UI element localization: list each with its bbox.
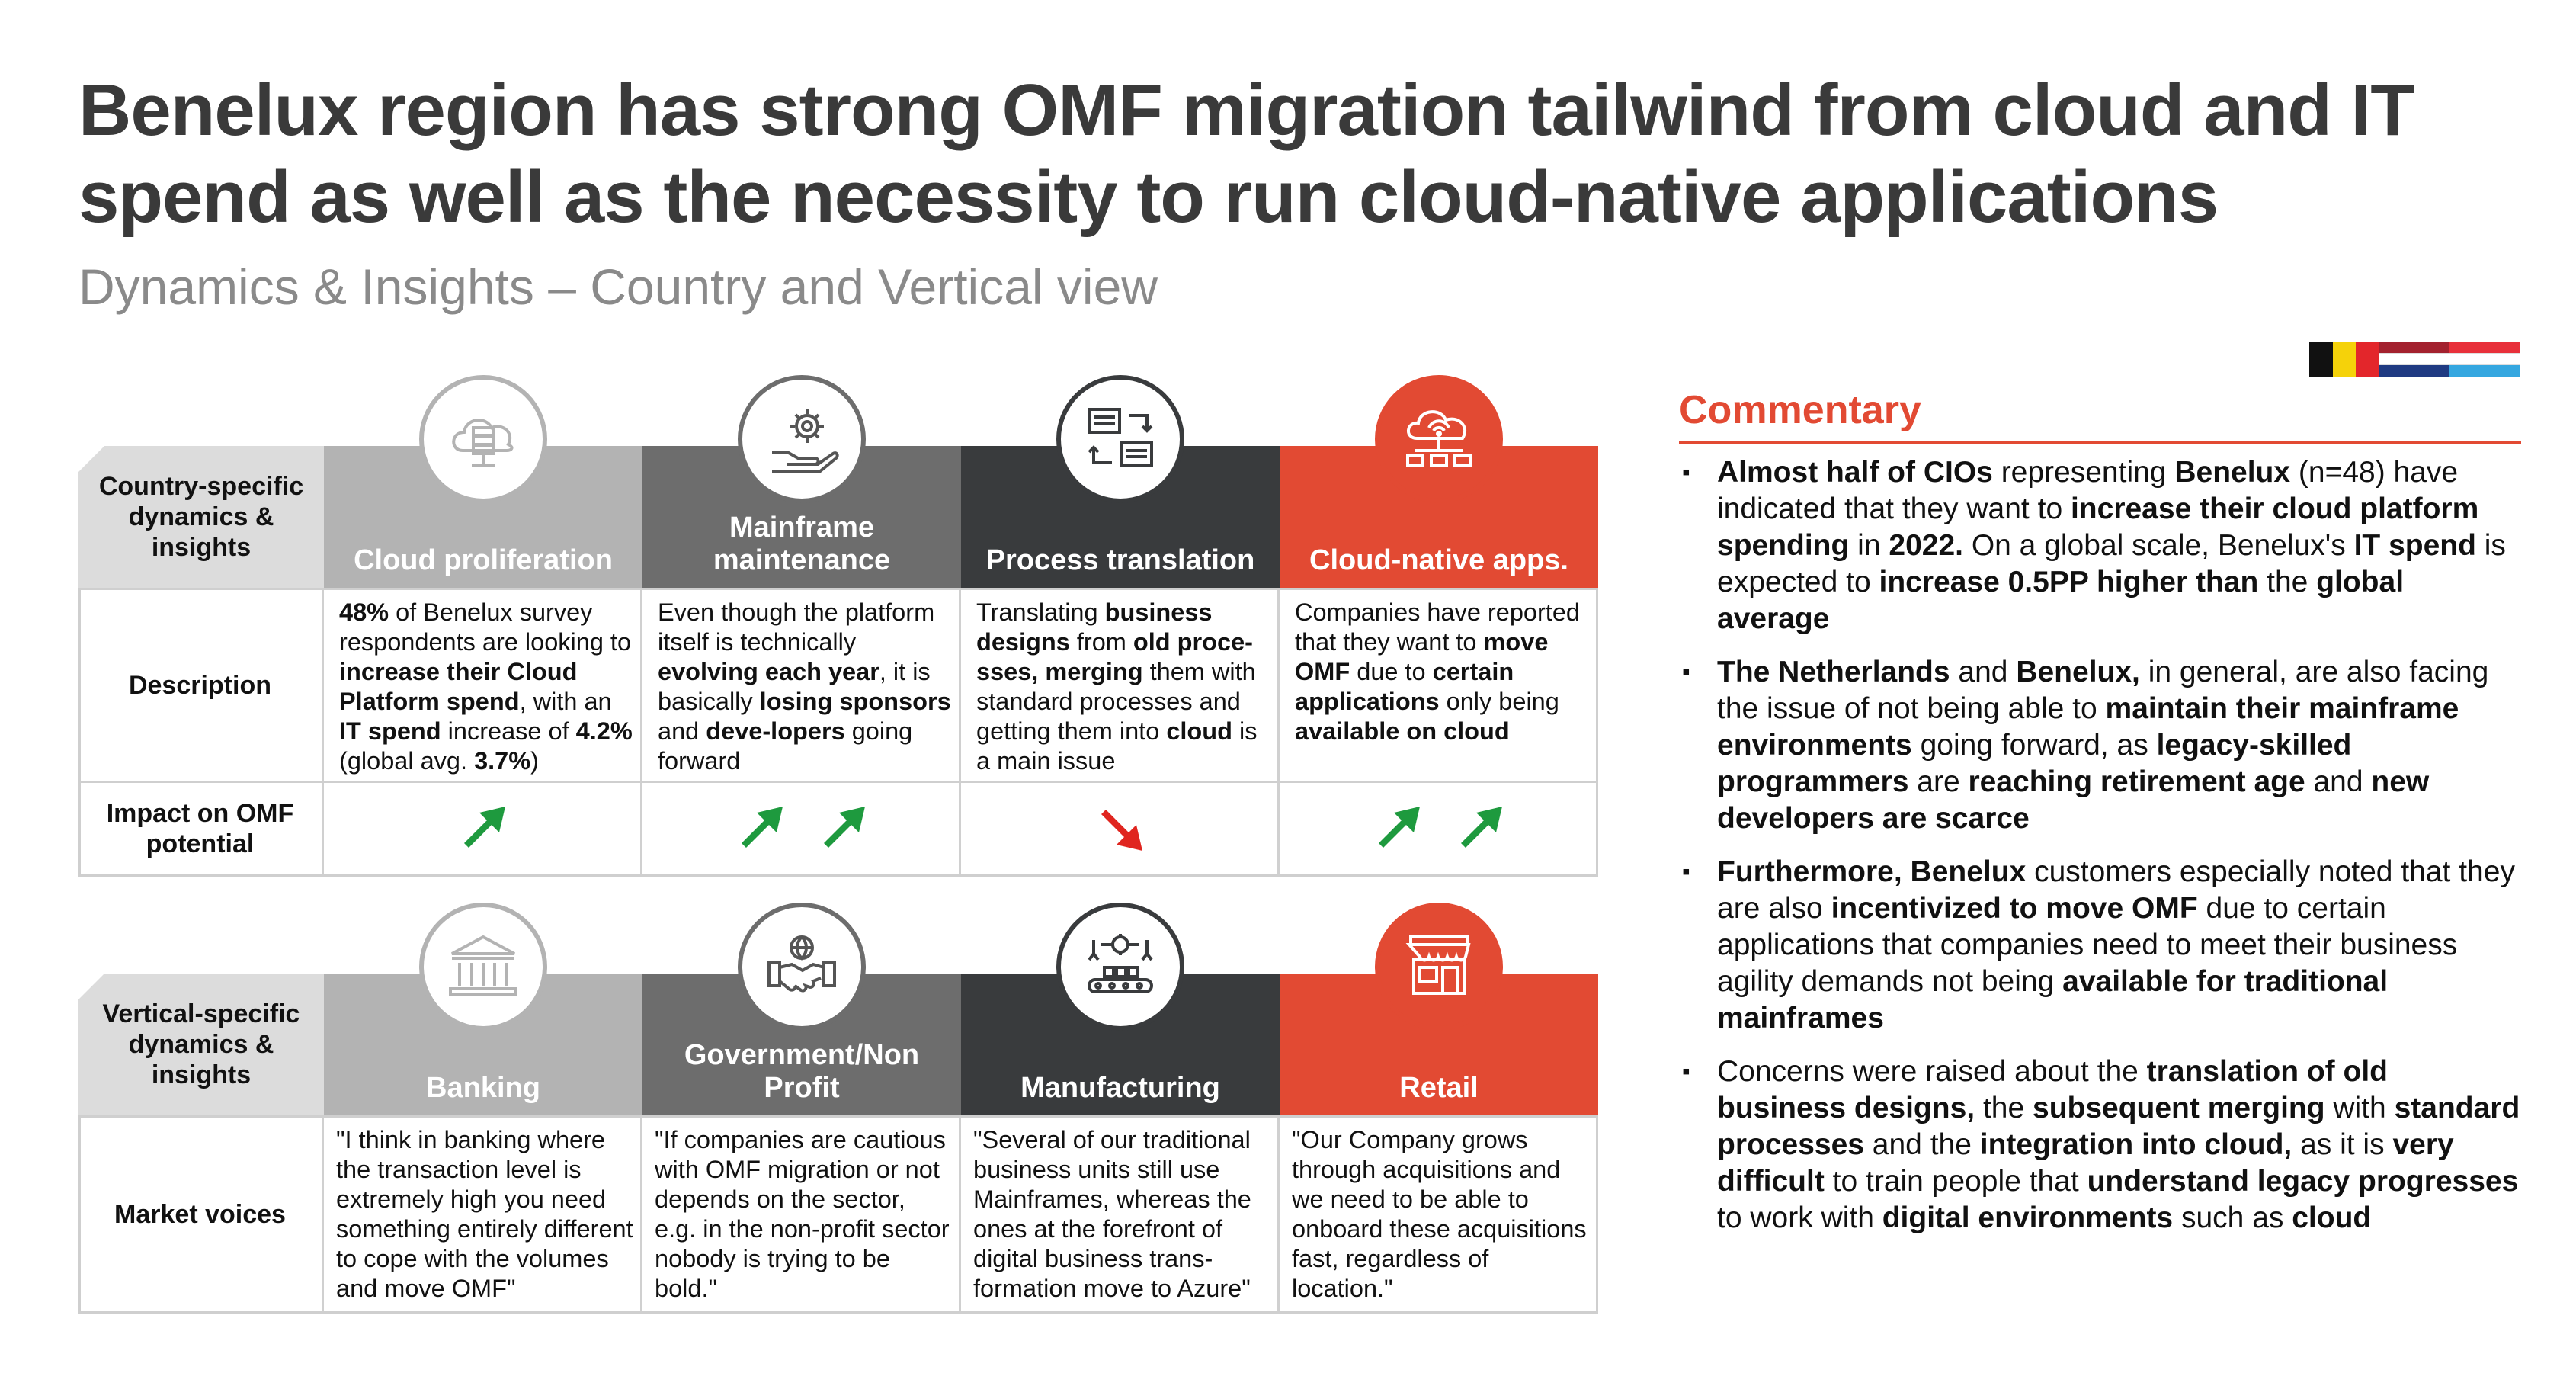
cloud-server-icon [419,375,547,503]
country-row-header-bg [78,446,324,588]
description-cloud-native: Companies have reported that they want t… [1280,590,1598,781]
col-label: Process translation [985,544,1255,576]
arrow-up-icon [824,807,865,848]
vertical-row-header: Vertical-specific dynamics & insights [102,999,300,1089]
arrow-up-icon [1461,807,1502,848]
voice-retail: "Our Company grows through acquisitions … [1280,1118,1598,1311]
impact-cell [1280,783,1598,874]
document-exchange-icon [1056,375,1184,503]
impact-label: Impact on OMF potential [78,783,324,874]
divider [78,588,1598,590]
impact-cell [961,783,1280,874]
description-label: Description [78,590,324,781]
commentary-list: Almost half of CIOs representing Benelux… [1679,454,2521,1253]
handshake-globe-icon [738,903,866,1031]
col-label: Cloud-native apps. [1309,544,1568,576]
arrow-up-icon [742,807,783,848]
market-voices-label: Market voices [78,1118,324,1311]
commentary-bullet: Furthermore, Benelux customers especiall… [1679,854,2521,1037]
page-title: Benelux region has strong OMF migration … [78,69,2415,238]
divider [1596,588,1598,877]
description-process-translation: Translating business designs from old pr… [961,590,1280,781]
page-subtitle: Dynamics & Insights – Country and Vertic… [78,258,1158,315]
divider [1596,1115,1598,1314]
commentary-rule [1679,441,2521,444]
divider [78,588,81,877]
description-cloud-proliferation: 48% of Benelux survey respondents are lo… [324,590,642,781]
voice-manufacturing: "Several of our traditional business uni… [961,1118,1280,1311]
col-label: Cloud proliferation [354,544,613,576]
commentary-bullet: Concerns were raised about the translati… [1679,1054,2521,1237]
divider [78,1115,1598,1118]
belgium-flag-icon [2309,342,2380,377]
col-label: Retail [1399,1072,1479,1104]
divider [78,1311,1598,1314]
corner-notch [78,974,104,999]
description-mainframe-maintenance: Even though the platform itself is techn… [642,590,961,781]
divider [78,781,1598,783]
storefront-icon [1375,903,1503,1031]
col-label: Banking [426,1072,540,1104]
bank-icon [419,903,547,1031]
commentary-bullet: Almost half of CIOs representing Benelux… [1679,454,2521,637]
vertical-row-header-bg [78,974,324,1115]
gear-hand-icon [738,375,866,503]
arrow-up-icon [1379,807,1420,848]
assembly-line-icon [1056,903,1184,1031]
cloud-network-icon [1375,375,1503,503]
benelux-flags [2309,342,2520,377]
luxembourg-flag-icon [2449,342,2520,377]
arrow-down-icon [1101,810,1142,851]
country-row-header: Country-specific dynamics & insights [98,472,304,562]
netherlands-flag-icon [2379,342,2449,377]
corner-notch [78,446,104,472]
col-label: Government/Non Profit [684,1039,920,1104]
voice-government: "If companies are cautious with OMF migr… [642,1118,961,1311]
impact-cell [324,783,642,874]
col-label: Mainframe maintenance [713,512,891,576]
impact-cell [642,783,961,874]
commentary-bullet: The Netherlands and Benelux, in general,… [1679,654,2521,837]
arrow-up-icon [464,807,505,848]
col-header-mainframe-maintenance: Mainframe maintenance [642,446,961,588]
commentary-title: Commentary [1679,388,1921,432]
voice-banking: "I think in banking where the transactio… [324,1118,642,1311]
col-label: Manufacturing [1020,1072,1220,1104]
divider [78,1115,81,1314]
divider [78,874,1598,877]
